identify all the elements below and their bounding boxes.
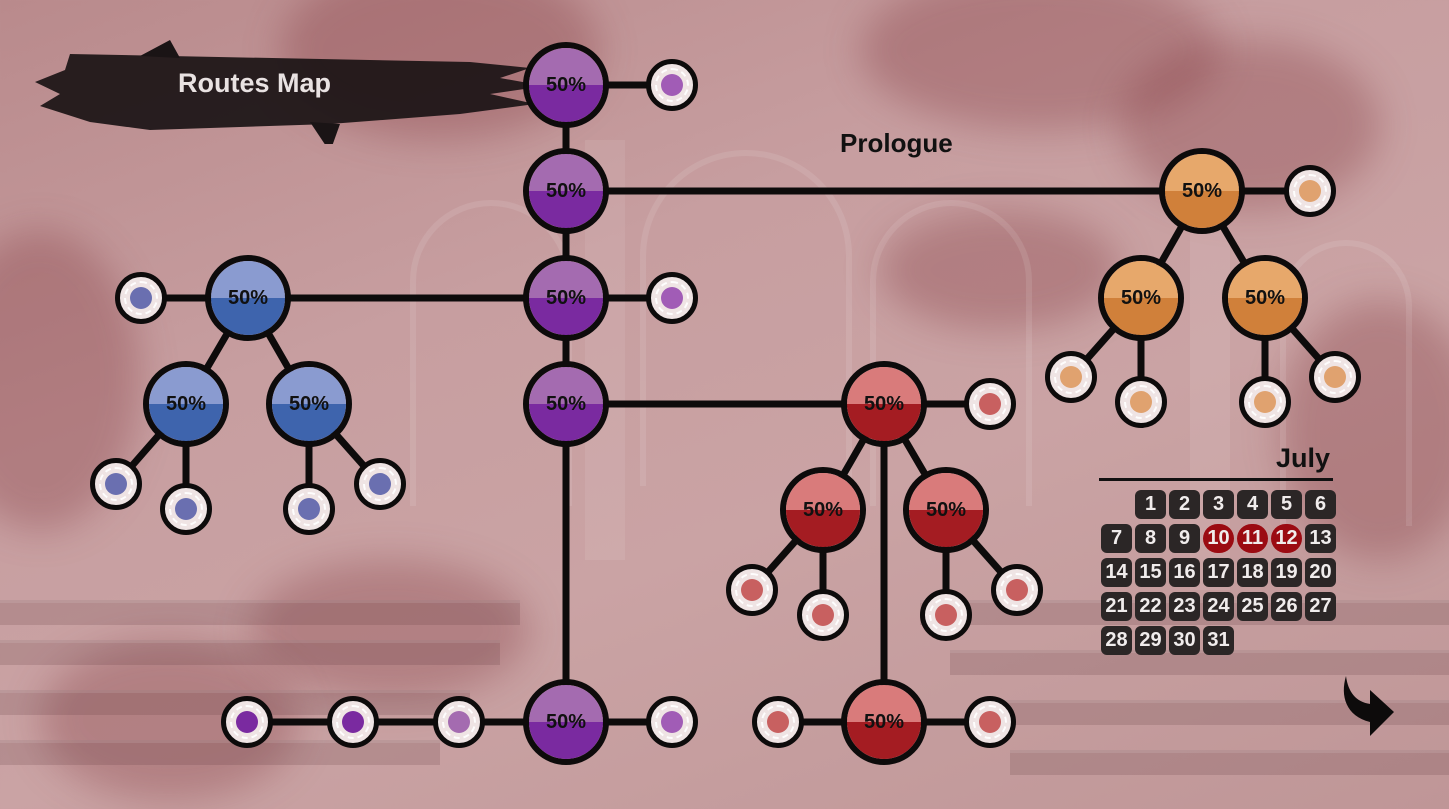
ending-node-purple[interactable] [646,59,698,111]
node-percent: 50% [545,710,587,733]
calendar-day-28[interactable]: 28 [1101,626,1132,655]
route-node-orange-3[interactable]: 50% [1222,255,1308,341]
ending-node-blue[interactable] [160,483,212,535]
route-node-blue-1[interactable]: 50% [205,255,291,341]
route-node-purple-5[interactable]: 50% [523,679,609,765]
ending-node-blue[interactable] [354,458,406,510]
node-percent: 50% [863,710,905,733]
node-percent: 50% [545,179,587,202]
ending-node-red[interactable] [797,589,849,641]
calendar-day-31[interactable]: 31 [1203,626,1234,655]
route-node-red-4[interactable]: 50% [841,679,927,765]
calendar-day-24[interactable]: 24 [1203,592,1234,621]
node-percent: 50% [802,498,844,521]
calendar-day-21[interactable]: 21 [1101,592,1132,621]
node-percent: 50% [545,392,587,415]
calendar-day-29[interactable]: 29 [1135,626,1166,655]
calendar-day-19[interactable]: 19 [1271,558,1302,587]
ending-node-blue[interactable] [90,458,142,510]
node-percent: 50% [1181,179,1223,202]
calendar-day-11[interactable]: 11 [1237,524,1268,553]
node-percent: 50% [545,286,587,309]
node-percent: 50% [925,498,967,521]
ending-node-red[interactable] [920,589,972,641]
ending-node-blue[interactable] [283,483,335,535]
calendar-day-3[interactable]: 3 [1203,490,1234,519]
calendar-day-13[interactable]: 13 [1305,524,1336,553]
page-title: Routes Map [178,68,332,98]
ending-node-purple[interactable] [433,696,485,748]
node-percent: 50% [1120,286,1162,309]
calendar-day-4[interactable]: 4 [1237,490,1268,519]
node-percent: 50% [545,73,587,96]
ending-node-orange[interactable] [1309,351,1361,403]
ending-node-purple[interactable] [221,696,273,748]
node-percent: 50% [863,392,905,415]
node-percent: 50% [165,392,207,415]
calendar-day-26[interactable]: 26 [1271,592,1302,621]
route-node-purple-1[interactable]: 50% [523,42,609,128]
calendar-day-18[interactable]: 18 [1237,558,1268,587]
ending-node-purple[interactable] [646,696,698,748]
calendar-day-27[interactable]: 27 [1305,592,1336,621]
calendar-day-20[interactable]: 20 [1305,558,1336,587]
calendar-day-5[interactable]: 5 [1271,490,1302,519]
ending-node-orange[interactable] [1284,165,1336,217]
node-percent: 50% [1244,286,1286,309]
calendar-month: July [1276,443,1331,473]
ending-node-purple[interactable] [646,272,698,324]
calendar-day-25[interactable]: 25 [1237,592,1268,621]
calendar-day-10[interactable]: 10 [1203,524,1234,553]
calendar-day-9[interactable]: 9 [1169,524,1200,553]
calendar-day-2[interactable]: 2 [1169,490,1200,519]
calendar-day-6[interactable]: 6 [1305,490,1336,519]
calendar-day-30[interactable]: 30 [1169,626,1200,655]
ending-node-blue[interactable] [115,272,167,324]
calendar-day-1[interactable]: 1 [1135,490,1166,519]
ending-node-red[interactable] [991,564,1043,616]
node-percent: 50% [227,286,269,309]
route-node-blue-3[interactable]: 50% [266,361,352,447]
title-brush-banner [35,40,545,144]
node-percent: 50% [288,392,330,415]
ending-node-orange[interactable] [1045,351,1097,403]
curved-arrow-icon[interactable] [1336,672,1396,742]
route-node-blue-2[interactable]: 50% [143,361,229,447]
calendar-day-16[interactable]: 16 [1169,558,1200,587]
ending-node-red[interactable] [726,564,778,616]
calendar-day-7[interactable]: 7 [1101,524,1132,553]
route-node-purple-4[interactable]: 50% [523,361,609,447]
route-node-orange-2[interactable]: 50% [1098,255,1184,341]
chapter-label: Prologue [840,128,953,158]
ending-node-red[interactable] [964,378,1016,430]
calendar-day-17[interactable]: 17 [1203,558,1234,587]
calendar-day-14[interactable]: 14 [1101,558,1132,587]
calendar-day-23[interactable]: 23 [1169,592,1200,621]
route-node-red-2[interactable]: 50% [780,467,866,553]
route-node-orange-1[interactable]: 50% [1159,148,1245,234]
route-node-red-1[interactable]: 50% [841,361,927,447]
ending-node-orange[interactable] [1115,376,1167,428]
calendar-day-8[interactable]: 8 [1135,524,1166,553]
ending-node-purple[interactable] [327,696,379,748]
calendar-day-12[interactable]: 12 [1271,524,1302,553]
calendar-day-15[interactable]: 15 [1135,558,1166,587]
ending-node-orange[interactable] [1239,376,1291,428]
calendar-divider [1099,478,1333,481]
route-node-purple-3[interactable]: 50% [523,255,609,341]
calendar-day-22[interactable]: 22 [1135,592,1166,621]
ending-node-red[interactable] [964,696,1016,748]
ending-node-red[interactable] [752,696,804,748]
route-node-red-3[interactable]: 50% [903,467,989,553]
route-node-purple-2[interactable]: 50% [523,148,609,234]
